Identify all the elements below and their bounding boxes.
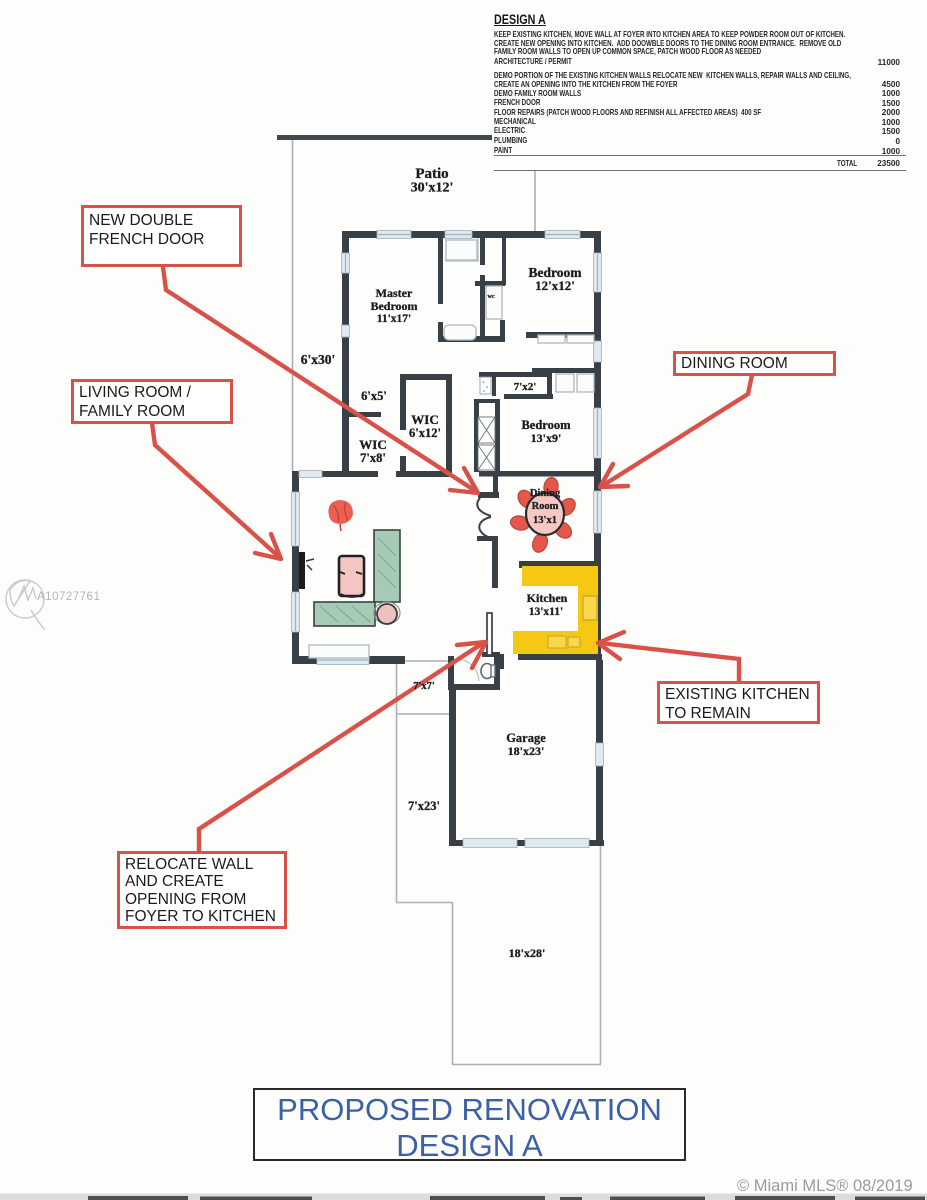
svg-text:Patio: Patio [415, 166, 448, 182]
svg-text:6'x12': 6'x12' [409, 426, 441, 440]
svg-text:13'x9': 13'x9' [531, 431, 562, 445]
svg-text:7'x2': 7'x2' [514, 381, 537, 393]
svg-text:Kitchen: Kitchen [527, 591, 568, 605]
svg-text:7'x23': 7'x23' [408, 799, 440, 813]
svg-text:13'x1: 13'x1 [533, 515, 557, 526]
svg-text:Room: Room [532, 501, 559, 512]
svg-text:Bedroom: Bedroom [521, 418, 571, 432]
svg-text:wc: wc [488, 294, 495, 300]
svg-text:7'x7': 7'x7' [413, 681, 435, 692]
svg-text:WIC: WIC [411, 412, 438, 427]
svg-text:Bedroom: Bedroom [529, 265, 583, 280]
svg-text:12'x12': 12'x12' [535, 278, 575, 293]
svg-text:13'x11': 13'x11' [529, 606, 564, 618]
svg-text:Garage: Garage [506, 731, 546, 745]
svg-text:6'x5': 6'x5' [361, 389, 387, 403]
svg-text:Dining: Dining [530, 488, 561, 499]
svg-text:6'x30': 6'x30' [301, 352, 336, 367]
svg-text:Master: Master [376, 286, 413, 300]
svg-text:Bedroom: Bedroom [370, 299, 417, 313]
svg-text:18'x28': 18'x28' [509, 946, 546, 960]
svg-text:11'x17': 11'x17' [377, 313, 412, 325]
svg-text:18'x23': 18'x23' [508, 744, 545, 758]
svg-text:30'x12': 30'x12' [411, 181, 454, 196]
svg-text:7'x8': 7'x8' [360, 451, 386, 465]
svg-text:WIC: WIC [359, 437, 386, 452]
